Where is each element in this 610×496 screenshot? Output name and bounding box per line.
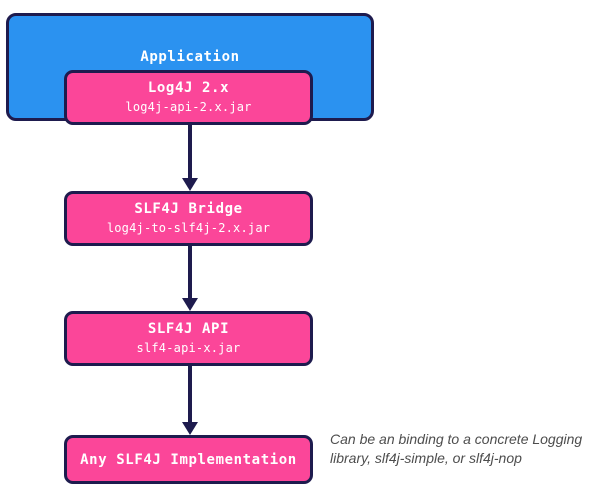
node-slf4j-api: SLF4J API slf4-api-x.jar xyxy=(64,311,313,366)
edge-shaft xyxy=(188,246,192,299)
edge-bridge-to-api xyxy=(182,246,198,311)
node-log4j-label: Log4J 2.x xyxy=(147,80,230,96)
node-slf4j-bridge-artifact: log4j-to-slf4j-2.x.jar xyxy=(106,221,271,235)
node-application-label: Application xyxy=(140,49,240,65)
edge-shaft xyxy=(188,366,192,423)
edge-shaft xyxy=(188,125,192,179)
node-slf4j-bridge-label: SLF4J Bridge xyxy=(134,201,243,217)
node-slf4j-implementation-label: Any SLF4J Implementation xyxy=(80,451,297,468)
node-slf4j-api-artifact: slf4-api-x.jar xyxy=(136,341,241,355)
node-log4j: Log4J 2.x log4j-api-2.x.jar xyxy=(64,70,313,125)
annotation-text: Can be an binding to a concrete Logging … xyxy=(330,431,583,466)
arrowhead-icon xyxy=(182,298,198,311)
node-log4j-artifact: log4j-api-2.x.jar xyxy=(125,100,252,114)
node-slf4j-api-label: SLF4J API xyxy=(147,321,230,337)
node-slf4j-bridge: SLF4J Bridge log4j-to-slf4j-2.x.jar xyxy=(64,191,313,246)
arrowhead-icon xyxy=(182,178,198,191)
arrowhead-icon xyxy=(182,422,198,435)
node-slf4j-implementation: Any SLF4J Implementation xyxy=(64,435,313,484)
edge-log4j-to-bridge xyxy=(182,125,198,191)
edge-api-to-impl xyxy=(182,366,198,435)
